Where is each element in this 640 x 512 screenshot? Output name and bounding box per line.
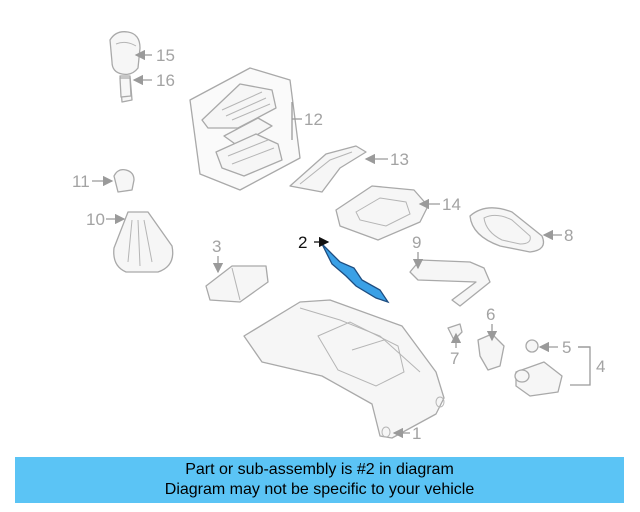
banner-line-2: Diagram may not be specific to your vehi… — [164, 481, 475, 498]
callout-5: 5 — [562, 338, 571, 357]
part-2-highlighted-bracket — [321, 243, 390, 304]
callout-12: 12 — [304, 110, 323, 129]
leader-lines — [92, 49, 591, 439]
part-13-bracket — [289, 145, 367, 193]
part-3-storage-box — [205, 265, 269, 303]
part-4-socket-cylinder — [514, 361, 563, 397]
part-9-handle — [409, 259, 491, 307]
part-12-indicator-assembly — [189, 67, 301, 191]
callout-13: 13 — [390, 150, 409, 169]
callout-1: 1 — [412, 424, 421, 443]
callout-4: 4 — [596, 357, 605, 376]
callout-labels: 15 16 12 13 14 8 11 10 3 9 6 7 5 4 1 2 — [72, 46, 605, 443]
part-11-knob — [113, 168, 135, 193]
callout-3: 3 — [212, 237, 221, 256]
part-16-knob-insert — [119, 77, 132, 98]
callout-9: 9 — [412, 233, 421, 252]
callout-16: 16 — [156, 71, 175, 90]
callout-8: 8 — [564, 226, 573, 245]
callout-14: 14 — [442, 195, 461, 214]
callout-2: 2 — [298, 233, 307, 252]
info-banner: Part or sub-assembly is #2 in diagram Di… — [15, 457, 624, 503]
part-8-trim-ring — [469, 207, 545, 253]
callout-7: 7 — [450, 349, 459, 368]
callout-10: 10 — [86, 210, 105, 229]
parts-diagram: 15 16 12 13 14 8 11 10 3 9 6 7 5 4 1 2 — [72, 31, 605, 443]
part-7-clip — [447, 323, 463, 341]
part-5-fastener — [525, 339, 539, 353]
part-6-socket — [477, 333, 505, 371]
part-10-shift-boot — [113, 211, 174, 273]
part-1-center-console — [243, 299, 445, 439]
callout-15: 15 — [156, 46, 175, 65]
callout-11: 11 — [72, 172, 90, 191]
callout-6: 6 — [486, 305, 495, 324]
banner-line-1: Part or sub-assembly is #2 in diagram — [185, 461, 454, 478]
part-14-shifter-base — [335, 185, 429, 241]
